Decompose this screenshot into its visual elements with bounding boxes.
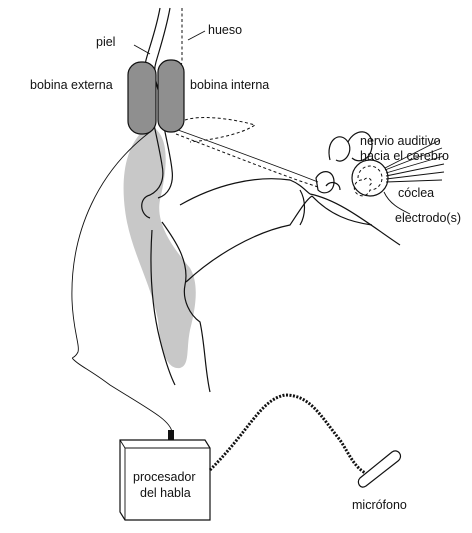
electrode-lead xyxy=(178,130,318,182)
external-coil xyxy=(128,62,156,134)
label-cochlea: cóclea xyxy=(398,186,434,200)
label-bone: hueso xyxy=(208,23,242,37)
label-skin: piel xyxy=(96,35,115,49)
label-external-coil: bobina externa xyxy=(30,78,113,92)
inner-ear-boundary-lower xyxy=(312,196,372,225)
ossicles xyxy=(316,172,340,193)
implant-dashed-body xyxy=(185,118,255,142)
ear-canal-lower xyxy=(186,196,312,282)
label-electrodes: electrodo(s) xyxy=(395,211,461,225)
label-processor-1: procesador xyxy=(133,470,196,484)
scalp-tissue-shading xyxy=(124,125,196,368)
label-auditory-nerve-1: nervio auditivo xyxy=(360,134,441,148)
label-processor-2: del habla xyxy=(140,486,191,500)
leader-skin xyxy=(134,45,150,54)
label-microphone: micrófono xyxy=(352,498,407,512)
microphone xyxy=(358,451,400,487)
label-auditory-nerve-2: hacia el cerebro xyxy=(360,149,449,163)
leader-bone xyxy=(188,31,205,40)
internal-coil xyxy=(158,60,184,132)
inner-ear-boundary xyxy=(310,194,400,245)
electrode-lead-dashed xyxy=(176,134,318,187)
processor-plug xyxy=(168,430,174,440)
ear-canal-upper xyxy=(180,179,310,205)
label-internal-coil: bobina interna xyxy=(190,78,269,92)
microphone-cable xyxy=(210,395,370,475)
